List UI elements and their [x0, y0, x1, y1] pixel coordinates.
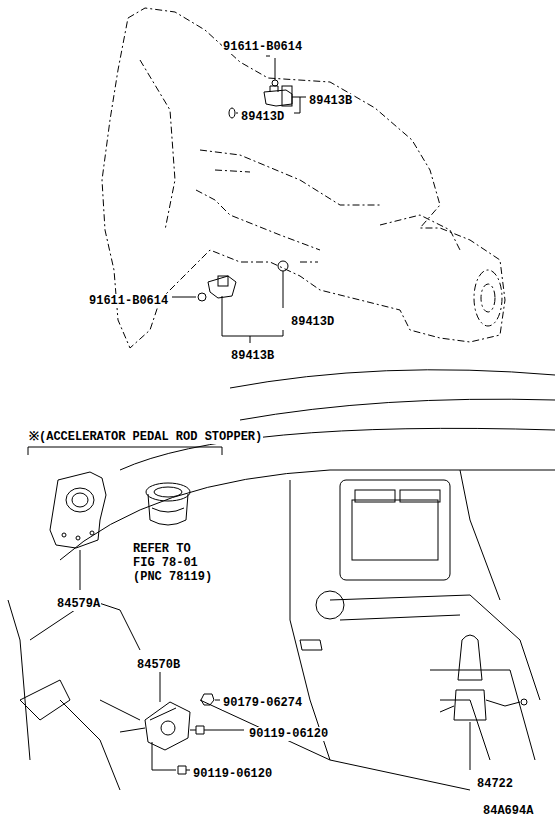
- speed-sensor: [264, 56, 292, 106]
- speed-sensor: [172, 276, 236, 301]
- part-number: 84579A: [56, 597, 101, 611]
- reference-note: REFER TO FIG 78-01 (PNC 78119): [132, 542, 218, 584]
- group-note: ※(ACCELERATOR PEDAL ROD STOPPER): [28, 426, 263, 444]
- part-number: 89413B: [308, 94, 353, 108]
- part-number: 89413B: [230, 345, 275, 363]
- part-number: 89413D: [290, 311, 335, 329]
- part-number: 89413B: [230, 349, 275, 363]
- part-number: 91611-B0614: [222, 40, 303, 54]
- leader-line: [330, 760, 470, 790]
- shift-lock-switch: [440, 635, 527, 770]
- part-number: 89413D: [240, 110, 285, 124]
- part-number: 91611-B0614: [222, 36, 303, 54]
- part-number: 89413D: [290, 315, 335, 329]
- part-number: 91611-B0614: [88, 290, 169, 308]
- part-number: 90119-06120: [248, 723, 329, 741]
- diagram-code: 84A694A: [482, 800, 534, 818]
- instrument-panel: [8, 370, 555, 790]
- grommet: [146, 483, 190, 525]
- part-number: 84570B: [136, 654, 181, 672]
- pedal-rod-stopper: [50, 472, 106, 590]
- part-number: 89413D: [240, 106, 285, 124]
- part-number: 90179-06274: [222, 696, 303, 710]
- part-number: 84722: [476, 773, 514, 791]
- part-number: 90119-06120: [248, 727, 329, 741]
- part-number: 84570B: [136, 658, 181, 672]
- o-ring: [278, 261, 288, 271]
- part-number: 89413B: [308, 90, 353, 108]
- part-number: 91611-B0614: [88, 294, 169, 308]
- reference-note: REFER TO FIG 78-01 (PNC 78119): [132, 542, 218, 584]
- group-note: ※(ACCELERATOR PEDAL ROD STOPPER): [28, 430, 263, 444]
- part-number: 84579A: [56, 593, 101, 611]
- o-ring: [229, 108, 235, 118]
- stop-lamp-switch: [120, 670, 190, 770]
- part-number: 90119-06120: [192, 767, 273, 781]
- part-number: 90119-06120: [192, 763, 273, 781]
- part-number: 90179-06274: [222, 692, 303, 710]
- part-number: 84722: [476, 777, 514, 791]
- diagram-code: 84A694A: [482, 804, 534, 818]
